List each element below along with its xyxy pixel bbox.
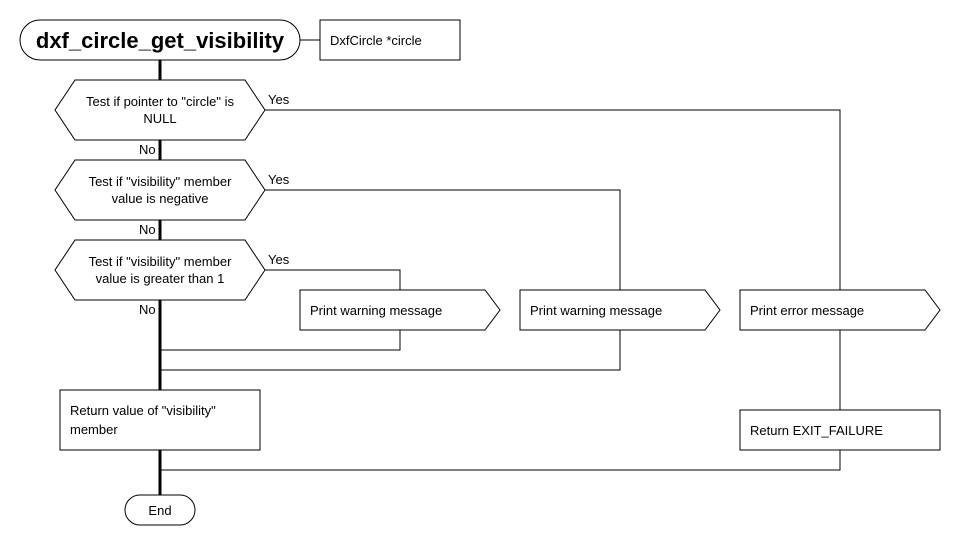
failure-merge [160,450,841,471]
decision-null-check [54,79,266,141]
decision-1-line-2: NULL [143,111,176,126]
decision-greater-check [54,239,266,301]
print-error [739,289,941,331]
warning-1-merge [160,330,401,351]
decision-2-yes-label: Yes [268,172,290,187]
print-warning-1-label: Print warning message [310,303,442,318]
return-visibility-line-1: Return value of "visibility" [70,403,216,418]
return-visibility-box [59,389,261,451]
parameter-text: DxfCircle *circle [330,33,422,48]
decision-3-no-label: No [139,302,156,317]
return-failure-label: Return EXIT_FAILURE [750,423,883,438]
decision-2-no-label: No [139,222,156,237]
warning-2-merge [160,330,621,371]
print-error-label: Print error message [750,303,864,318]
decision-1-yes-label: Yes [268,92,290,107]
title-terminator [19,19,301,61]
decision-2-line-2: value is negative [112,191,209,206]
print-warning-1 [299,289,501,331]
function-title: dxf_circle_get_visibility [36,28,285,53]
return-failure-box [739,409,941,451]
decision-3-line-2: value is greater than 1 [96,271,225,286]
decision-1-no-label: No [139,142,156,157]
end-label: End [148,503,171,518]
print-warning-2 [519,289,721,331]
yes-branch-3 [265,269,401,290]
parameter-box [319,19,461,61]
decision-2-line-1: Test if "visibility" member [89,174,233,189]
yes-branch-2 [265,189,621,290]
decision-1-line-1: Test if pointer to "circle" is [86,94,234,109]
decision-negative-check [54,159,266,221]
decision-3-yes-label: Yes [268,252,290,267]
decision-3-line-1: Test if "visibility" member [89,254,233,269]
print-warning-2-label: Print warning message [530,303,662,318]
end-terminator [124,494,196,526]
return-visibility-line-2: member [70,422,118,437]
yes-branch-1 [265,109,841,290]
